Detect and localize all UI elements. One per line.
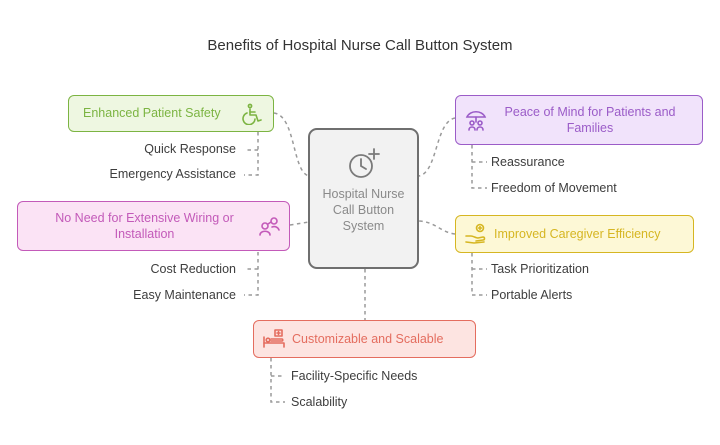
sub-item-portable-alerts: Portable Alerts <box>491 288 573 302</box>
sub-item-cost-reduction: Cost Reduction <box>150 262 236 276</box>
branch-no-extensive-wiring: No Need for Extensive Wiring or Installa… <box>17 201 290 251</box>
branch-enhanced-patient-safety: Enhanced Patient Safety <box>68 95 274 132</box>
branch-customizable-and-scalable: Customizable and Scalable <box>253 320 476 358</box>
center-node: Hospital Nurse Call Button System <box>308 128 419 269</box>
branch-label: Peace of Mind for Patients and Families <box>504 104 676 135</box>
people-network-icon <box>257 214 281 238</box>
caregiver-hand-icon <box>464 222 488 246</box>
sub-item-freedom-of-movement: Freedom of Movement <box>491 181 617 195</box>
sub-item-reassurance: Reassurance <box>491 155 565 169</box>
diagram-title: Benefits of Hospital Nurse Call Button S… <box>207 37 513 54</box>
wheelchair-icon <box>241 102 265 126</box>
sub-item-task-prioritization: Task Prioritization <box>491 262 589 276</box>
branch-improved-caregiver-efficiency: Improved Caregiver Efficiency <box>455 215 694 253</box>
center-label: Hospital Nurse Call Button System <box>322 187 405 233</box>
clock-plus-icon <box>348 148 380 178</box>
sub-item-emergency-assistance: Emergency Assistance <box>109 167 236 181</box>
sub-item-scalability: Scalability <box>291 395 348 409</box>
sub-item-facility-specific-needs: Facility-Specific Needs <box>291 369 418 383</box>
branch-peace-of-mind: Peace of Mind for Patients and Families <box>455 95 703 145</box>
branch-label: Enhanced Patient Safety <box>83 106 221 121</box>
hospital-bed-icon <box>262 327 286 351</box>
branch-label: No Need for Extensive Wiring or Installa… <box>55 210 234 241</box>
umbrella-people-icon <box>464 108 488 132</box>
sub-item-quick-response: Quick Response <box>144 142 236 156</box>
sub-item-easy-maintenance: Easy Maintenance <box>133 288 236 302</box>
branch-label: Improved Caregiver Efficiency <box>494 226 661 241</box>
branch-label: Customizable and Scalable <box>292 331 444 346</box>
